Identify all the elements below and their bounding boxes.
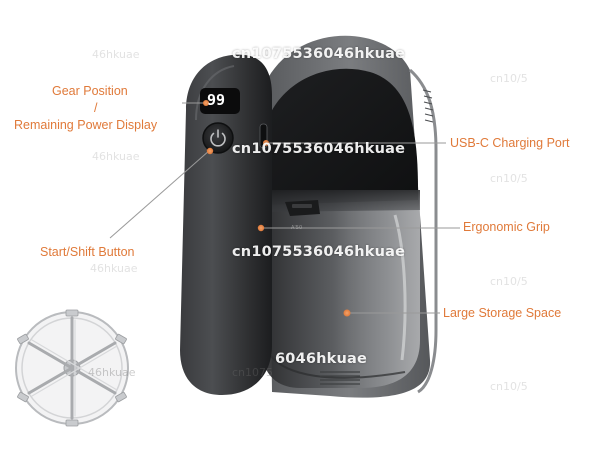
label-gear-position: Gear Position [52,84,128,98]
storage-tank [262,190,420,388]
power-display [200,88,240,114]
tank-micro-text: A'50 [291,225,303,231]
dot-usbc [263,140,269,146]
dot-storage [343,309,351,317]
label-remaining-power: Remaining Power Display [14,118,158,132]
power-display-digits: 99 [207,91,226,109]
label-start-shift-button: Start/Shift Button [40,245,135,259]
leader-start [109,149,211,239]
dot-gear [203,100,209,106]
label-storage-space: Large Storage Space [443,306,562,320]
label-gear-separator: / [94,101,98,115]
dot-start [206,147,214,155]
blade-illustration [15,309,129,427]
dot-grip [257,224,265,232]
label-ergonomic-grip: Ergonomic Grip [463,220,550,234]
label-usbc-port: USB-C Charging Port [450,136,570,150]
start-shift-button [202,122,234,154]
